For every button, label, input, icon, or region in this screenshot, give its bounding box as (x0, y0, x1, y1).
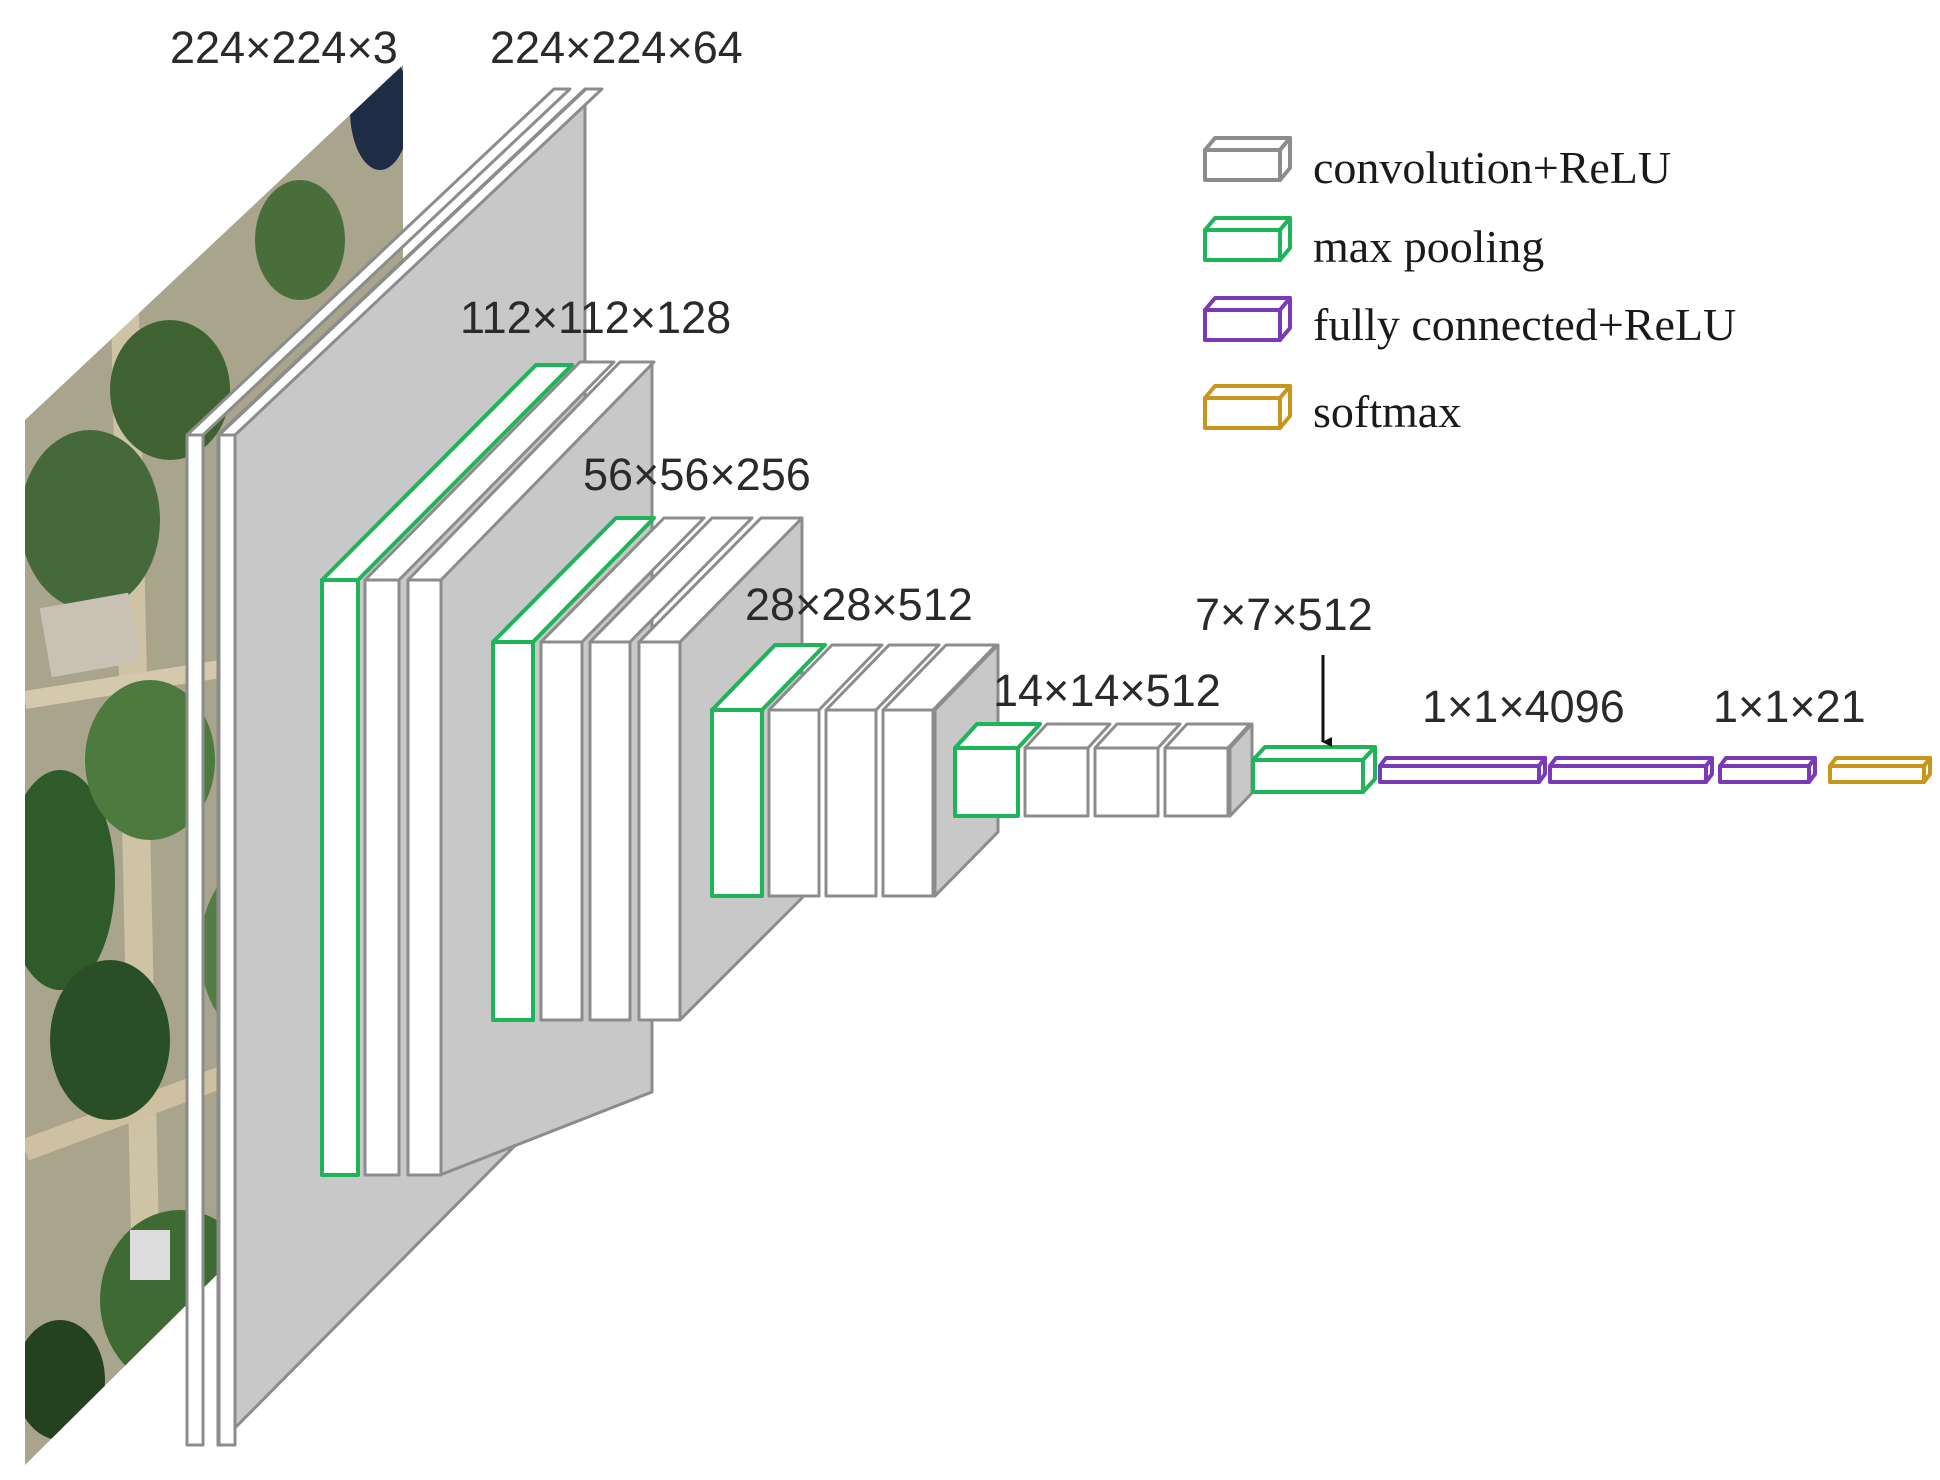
block1-conv2 (217, 87, 604, 1447)
label-block4: 28×28×512 (745, 579, 973, 630)
legend-label-softmax: softmax (1313, 386, 1461, 437)
label-block2: 112×112×128 (460, 292, 731, 343)
block3-conv3 (637, 516, 804, 1022)
legend-item-pool: max pooling (1203, 216, 1544, 272)
pool-swatch-icon (1203, 216, 1292, 262)
block5-pool (953, 722, 1042, 818)
legend: convolution+ReLU max pooling fully conne… (1203, 136, 1736, 437)
label-out: 1×1×21 (1713, 681, 1866, 732)
label-block5: 14×14×512 (993, 665, 1221, 716)
block5-conv1 (1023, 722, 1112, 818)
label-block1: 224×224×64 (490, 22, 743, 73)
pool5-layer (1251, 745, 1377, 794)
block2-conv1 (363, 360, 616, 1177)
block4-conv3 (881, 643, 998, 898)
label-input: 224×224×3 (170, 22, 398, 73)
block4-pool (710, 643, 827, 898)
softmax-swatch-icon (1203, 384, 1292, 430)
block5-conv2 (1093, 722, 1182, 818)
block5-conv3 (1163, 722, 1252, 818)
legend-label-fc: fully connected+ReLU (1313, 299, 1736, 350)
label-fc: 1×1×4096 (1422, 681, 1625, 732)
legend-label-conv: convolution+ReLU (1313, 142, 1671, 193)
fc-swatch-icon (1203, 296, 1292, 342)
block4-conv1 (767, 643, 884, 898)
legend-item-softmax: softmax (1203, 384, 1461, 437)
fc-layers (1378, 756, 1817, 784)
label-pool5: 7×7×512 (1195, 589, 1373, 640)
fc3 (1718, 756, 1817, 784)
softmax-layer (1828, 756, 1932, 784)
block5-layers (953, 722, 1254, 818)
legend-label-pool: max pooling (1313, 221, 1544, 272)
conv-swatch-icon (1203, 136, 1292, 182)
fc1 (1378, 756, 1547, 784)
legend-item-fc: fully connected+ReLU (1203, 296, 1736, 350)
block3-conv1 (539, 516, 706, 1022)
block1-conv1 (185, 87, 572, 1447)
legend-item-conv: convolution+ReLU (1203, 136, 1671, 193)
block3-conv2 (588, 516, 754, 1022)
block3-pool (491, 516, 656, 1022)
fc2 (1548, 756, 1714, 784)
block2-pool (320, 363, 574, 1177)
label-block3: 56×56×256 (583, 449, 811, 500)
block4-conv2 (824, 643, 941, 898)
block2-conv2 (406, 360, 656, 1177)
